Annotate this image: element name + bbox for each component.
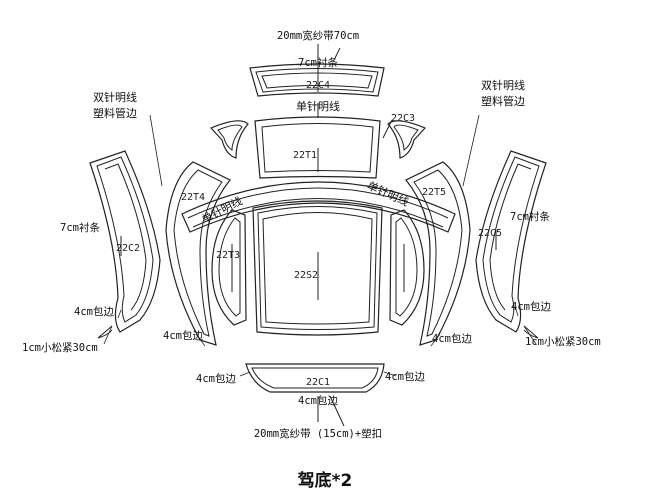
piece-22c5 <box>475 150 547 339</box>
part-22t3: 22T3 <box>215 250 241 261</box>
part-22c1: 22C1 <box>305 377 331 388</box>
piece-22c4 <box>249 44 385 97</box>
label-bind-left-outer: 4cm包边 <box>74 306 114 318</box>
part-22t5: 22T5 <box>421 187 447 198</box>
label-bind-right-outer: 4cm包边 <box>511 301 551 313</box>
piece-22t5 <box>405 161 471 346</box>
label-liner-left: 7cm衬条 <box>60 222 100 234</box>
part-22c4: 22C4 <box>305 80 331 91</box>
part-22c5: 22C5 <box>477 228 503 239</box>
piece-22t3-right <box>389 209 425 326</box>
part-22t1: 22T1 <box>292 150 318 161</box>
label-bind-bottom-center: 4cm包边 <box>298 395 338 407</box>
piece-22c3-right <box>382 119 427 159</box>
label-double-stitch-right: 双针明线 塑料管边 <box>481 79 525 108</box>
label-bind-bottom-right: 4cm包边 <box>385 371 425 383</box>
part-22t4: 22T4 <box>180 192 206 203</box>
part-22c3: 22C3 <box>390 113 416 124</box>
label-bind-left-inner: 4cm包边 <box>163 330 203 342</box>
part-22c2: 22C2 <box>115 243 141 254</box>
label-bottom-band: 20mm宽纱带 (15cm)+塑扣 <box>253 428 383 440</box>
piece-22t3-left <box>211 209 247 326</box>
piece-arch-band <box>181 181 456 233</box>
label-elastic-left: 1cm小松紧30cm <box>22 342 98 354</box>
label-elastic-right: 1cm小松紧30cm <box>525 336 601 348</box>
piece-22c3-left <box>209 120 249 159</box>
label-top-band: 20mm宽纱带70cm <box>276 30 360 42</box>
label-single-stitch-top: 单针明线 <box>296 100 340 113</box>
label-liner-right: 7cm衬条 <box>510 211 550 223</box>
piece-22t4 <box>165 161 231 346</box>
label-bind-right-inner: 4cm包边 <box>432 333 472 345</box>
piece-22s2 <box>252 200 383 336</box>
piece-22c1 <box>245 363 385 427</box>
piece-22t1 <box>254 103 381 179</box>
label-double-stitch-left: 双针明线 塑料管边 <box>93 91 137 120</box>
page-title: 驾底*2 <box>297 471 353 491</box>
leader-lines <box>103 114 537 377</box>
part-22s2: 22S2 <box>293 270 319 281</box>
label-top-liner: 7cm衬条 <box>298 57 338 69</box>
label-bind-bottom-left: 4cm包边 <box>196 373 236 385</box>
piece-22c2 <box>89 150 161 339</box>
